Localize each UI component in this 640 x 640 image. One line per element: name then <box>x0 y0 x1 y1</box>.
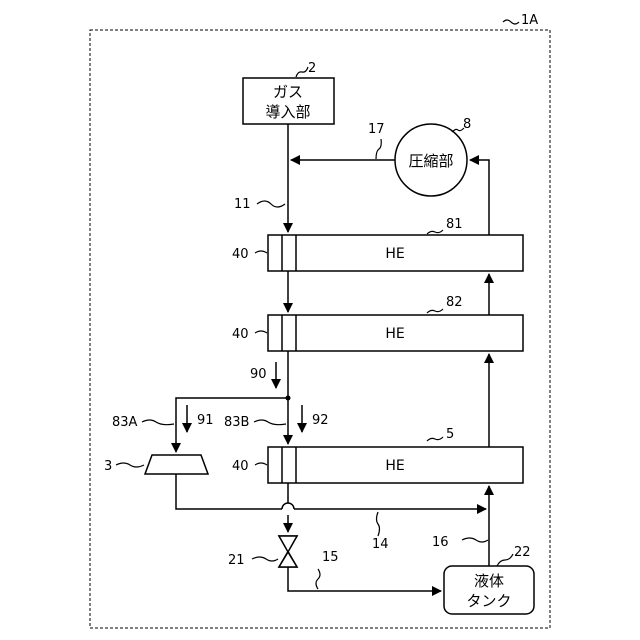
flow-90-ref: 90 <box>250 367 267 382</box>
branch-83B-ref: 83B <box>224 415 249 430</box>
he-81-label: HE <box>385 246 404 262</box>
he-81-ref: 81 <box>446 217 463 232</box>
tank-label-line2: タンク <box>466 592 511 610</box>
compressor-ref: 8 <box>463 117 471 132</box>
flow-91-ref: 91 <box>197 413 214 428</box>
line-14-ref: 14 <box>372 537 389 552</box>
expander-ref: 3 <box>104 459 112 474</box>
tank-ref: 22 <box>514 545 531 560</box>
valve-ref: 21 <box>228 553 245 568</box>
line-return-81-compressor <box>470 160 489 235</box>
system-ref: 1A <box>521 13 538 28</box>
expander <box>145 455 208 474</box>
he-82-label: HE <box>385 326 404 342</box>
compressor-label: 圧縮部 <box>408 152 453 170</box>
line-15 <box>288 567 441 591</box>
line-17-ref: 17 <box>368 122 385 137</box>
valve-body <box>279 536 297 552</box>
he-5-inlet-ref: 40 <box>232 459 249 474</box>
he-5-ref: 5 <box>446 427 454 442</box>
line-11-ref: 11 <box>234 197 251 212</box>
line-15-ref: 15 <box>322 550 339 565</box>
gas-intro-ref: 2 <box>308 61 316 76</box>
he-5-label: HE <box>385 458 404 474</box>
he-82-ref: 82 <box>446 295 463 310</box>
line-14 <box>176 474 282 509</box>
gas-intro-label-line1: ガス <box>273 83 303 101</box>
branch-83A-ref: 83A <box>112 415 138 430</box>
he-81-inlet-ref: 40 <box>232 247 249 262</box>
he-82-inlet-ref: 40 <box>232 327 249 342</box>
gas-intro-label-line2: 導入部 <box>265 103 310 121</box>
tank-label-line1: 液体 <box>474 572 504 590</box>
line-16-ref: 16 <box>432 535 449 550</box>
flow-92-ref: 92 <box>312 413 329 428</box>
